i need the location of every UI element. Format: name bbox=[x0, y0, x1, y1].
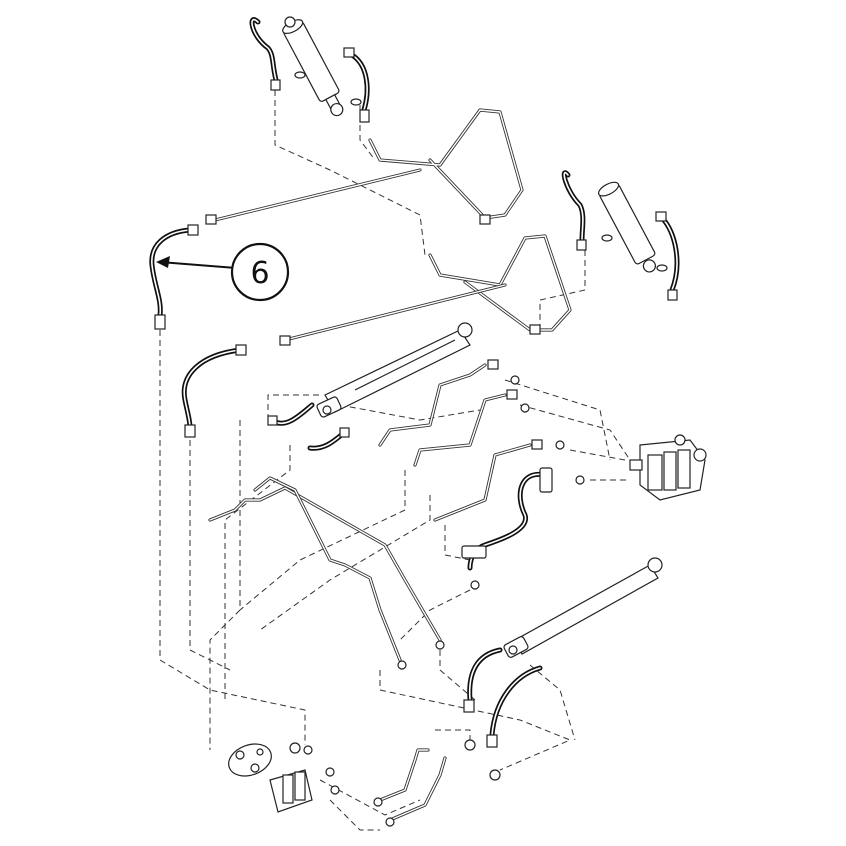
bottom-steel-tubes bbox=[373, 748, 447, 827]
dashed-routing-lines bbox=[159, 90, 631, 831]
control-valve-right bbox=[629, 434, 707, 501]
bottom-valve-assembly bbox=[228, 742, 340, 813]
hose-part-6 bbox=[149, 224, 199, 330]
callout-6: 6 bbox=[156, 242, 290, 302]
middle-short-hoses bbox=[267, 402, 350, 451]
middle-steel-tubes bbox=[378, 359, 565, 522]
upper-right-cylinder bbox=[597, 181, 668, 273]
lower-cylinder bbox=[503, 557, 663, 658]
lower-left-steel-tubes bbox=[208, 476, 445, 670]
center-s-hose bbox=[461, 467, 585, 590]
upper-left-cylinder-hoses bbox=[249, 17, 370, 123]
lower-hoses bbox=[463, 647, 543, 781]
middle-left-hose bbox=[181, 344, 247, 438]
callout-label: 6 bbox=[250, 256, 269, 291]
upper-left-cylinder bbox=[282, 16, 362, 117]
middle-cylinder bbox=[316, 322, 473, 418]
upper-steel-tubes bbox=[205, 108, 572, 346]
upper-right-cylinder-hoses bbox=[561, 170, 680, 301]
